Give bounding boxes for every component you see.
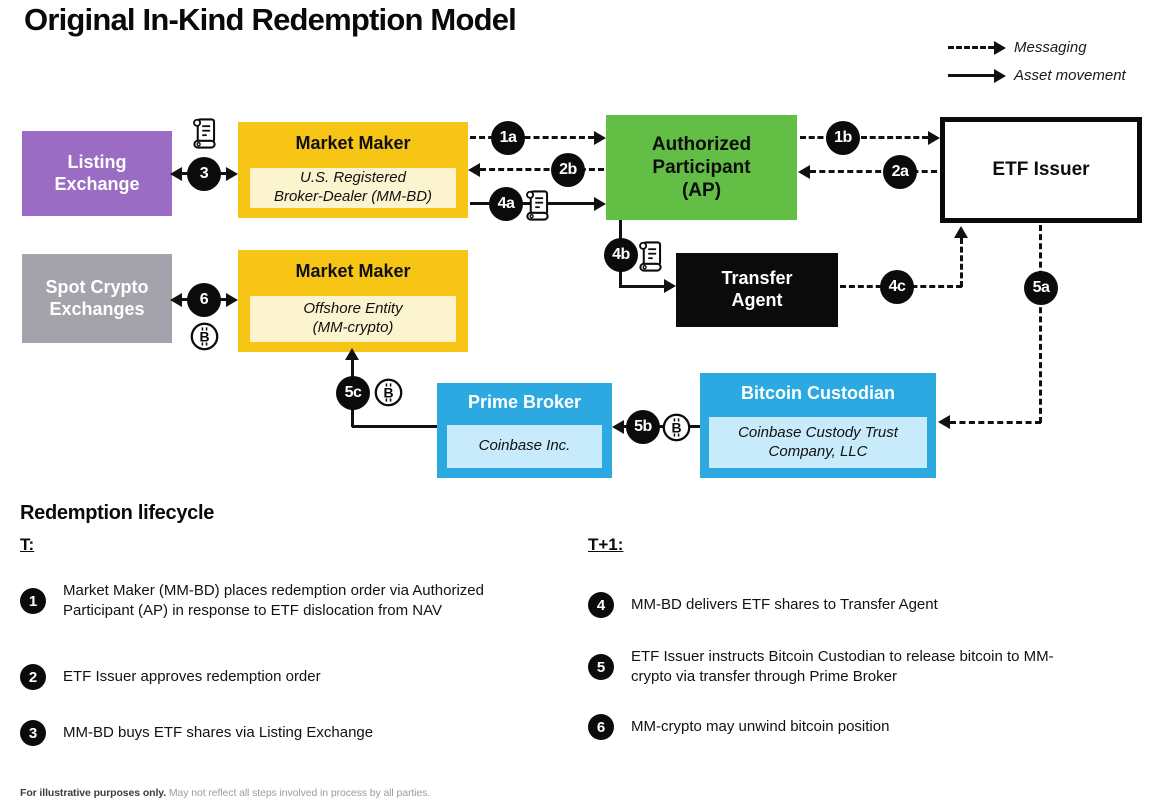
step-number-badge: 1 [20, 588, 46, 614]
market-maker-bd-box: Market Maker U.S. Registered Broker-Deal… [238, 122, 468, 218]
lifecycle-step-4: 4 MM-BD delivers ETF shares to Transfer … [588, 592, 938, 618]
bitcoin-icon: B [661, 412, 692, 443]
arrow-4a-head-icon [594, 197, 606, 211]
lifecycle-t-label: T: [20, 535, 35, 554]
step-number-badge: 3 [20, 720, 46, 746]
arrow-6-right-head-icon [226, 293, 238, 307]
market-maker-crypto-title: Market Maker [295, 261, 411, 281]
scroll-icon [191, 117, 218, 150]
step-number-badge: 4 [588, 592, 614, 618]
scroll-icon [637, 240, 664, 273]
arrow-1b-line [800, 136, 928, 139]
arrow-4c-head-icon [954, 226, 968, 238]
prime-broker-box: Prime Broker Coinbase Inc. [437, 383, 612, 478]
arrow-1a-head-icon [594, 131, 606, 145]
step-text: MM-crypto may unwind bitcoin position [631, 718, 890, 735]
step-text: MM-BD buys ETF shares via Listing Exchan… [63, 724, 374, 741]
arrow-5c-hline [352, 425, 437, 428]
step-number-badge: 6 [588, 714, 614, 740]
arrow-1b-head-icon [928, 131, 940, 145]
arrow-5b-line [624, 425, 700, 428]
step-text: ETF Issuer instructs Bitcoin Custodian t… [631, 648, 1054, 685]
market-maker-crypto-subtitle: Offshore Entity (MM-crypto) [250, 296, 456, 342]
arrow-2a-head-icon [798, 165, 810, 179]
badge-5c: 5c [336, 376, 370, 410]
badge-6: 6 [187, 283, 221, 317]
lifecycle-step-2: 2 ETF Issuer approves redemption order [20, 664, 321, 690]
transfer-agent-label: Transfer Agent [721, 268, 793, 310]
disclaimer-regular: May not reflect all steps involved in pr… [168, 787, 431, 799]
legend-messaging-label: Messaging [1014, 39, 1087, 56]
arrow-3-left-head-icon [170, 167, 182, 181]
market-maker-bd-title: Market Maker [295, 133, 411, 153]
listing-exchange-label: Listing Exchange [54, 151, 140, 194]
step-text: ETF Issuer approves redemption order [63, 668, 321, 685]
bitcoin-custodian-subtitle: Coinbase Custody Trust Company, LLC [709, 417, 927, 468]
arrow-2a-line [810, 170, 937, 173]
badge-1a: 1a [491, 121, 525, 155]
badge-4c: 4c [880, 270, 914, 304]
badge-3: 3 [187, 157, 221, 191]
authorized-participant-box: Authorized Participant (AP) [606, 115, 797, 220]
market-maker-crypto-box: Market Maker Offshore Entity (MM-crypto) [238, 250, 468, 352]
lifecycle-t1-label: T+1: [588, 535, 624, 554]
badge-2b: 2b [551, 153, 585, 187]
badge-2a: 2a [883, 155, 917, 189]
spot-crypto-exchanges-label: Spot Crypto Exchanges [45, 276, 149, 319]
arrow-5a-hline [950, 421, 1041, 424]
spot-crypto-exchanges-box: Spot Crypto Exchanges [22, 254, 172, 343]
prime-broker-subtitle: Coinbase Inc. [447, 425, 602, 468]
arrow-5c-head-icon [345, 348, 359, 360]
bitcoin-custodian-box: Bitcoin Custodian Coinbase Custody Trust… [700, 373, 936, 478]
lifecycle-step-6: 6 MM-crypto may unwind bitcoin position [588, 714, 889, 740]
page-title: Original In-Kind Redemption Model [24, 2, 517, 37]
prime-broker-title: Prime Broker [467, 392, 582, 412]
arrow-5a-head-icon [938, 415, 950, 429]
etf-issuer-box: ETF Issuer [940, 117, 1142, 223]
lifecycle-step-3: 3 MM-BD buys ETF shares via Listing Exch… [20, 720, 373, 746]
svg-text:B: B [199, 329, 209, 345]
lifecycle-step-5: 5 ETF Issuer instructs Bitcoin Custodian… [588, 647, 1076, 687]
disclaimer-bold: For illustrative purposes only. [20, 787, 167, 799]
badge-4a: 4a [489, 187, 523, 221]
transfer-agent-box: Transfer Agent [676, 253, 838, 327]
lifecycle-heading: Redemption lifecycle [20, 502, 215, 524]
arrow-5a-vline [1039, 225, 1042, 423]
arrow-4b-head-icon [664, 279, 676, 293]
bitcoin-icon: B [373, 377, 404, 408]
legend-asset-label: Asset movement [1014, 67, 1126, 84]
legend-messaging-line [948, 46, 994, 49]
arrow-4c-vline [960, 238, 963, 287]
step-number-badge: 5 [588, 654, 614, 680]
market-maker-bd-subtitle: U.S. Registered Broker-Dealer (MM-BD) [250, 168, 456, 208]
badge-4b: 4b [604, 238, 638, 272]
svg-text:B: B [383, 385, 393, 401]
bitcoin-icon: B [189, 321, 220, 352]
arrow-2b-head-icon [468, 163, 480, 177]
authorized-participant-label: Authorized Participant (AP) [651, 133, 752, 202]
badge-5b: 5b [626, 410, 660, 444]
badge-1b: 1b [826, 121, 860, 155]
step-text: Market Maker (MM-BD) places redemption o… [63, 582, 484, 619]
bitcoin-custodian-title: Bitcoin Custodian [741, 383, 895, 403]
scroll-icon [524, 189, 551, 222]
arrow-2b-line [480, 168, 604, 171]
arrow-5b-head-icon [612, 420, 624, 434]
listing-exchange-box: Listing Exchange [22, 131, 172, 216]
step-number-badge: 2 [20, 664, 46, 690]
arrow-1a-line [470, 136, 594, 139]
etf-issuer-label: ETF Issuer [992, 159, 1090, 181]
svg-text:B: B [671, 420, 681, 436]
arrow-6-left-head-icon [170, 293, 182, 307]
arrow-4b-hline [619, 285, 666, 288]
arrow-3-right-head-icon [226, 167, 238, 181]
legend-messaging-arrowhead-icon [994, 41, 1006, 55]
legend-asset-line [948, 74, 994, 77]
legend-asset-arrowhead-icon [994, 69, 1006, 83]
lifecycle-step-1: 1 Market Maker (MM-BD) places redemption… [20, 581, 488, 621]
disclaimer: For illustrative purposes only. May not … [20, 787, 430, 799]
step-text: MM-BD delivers ETF shares to Transfer Ag… [631, 596, 938, 613]
badge-5a: 5a [1024, 271, 1058, 305]
